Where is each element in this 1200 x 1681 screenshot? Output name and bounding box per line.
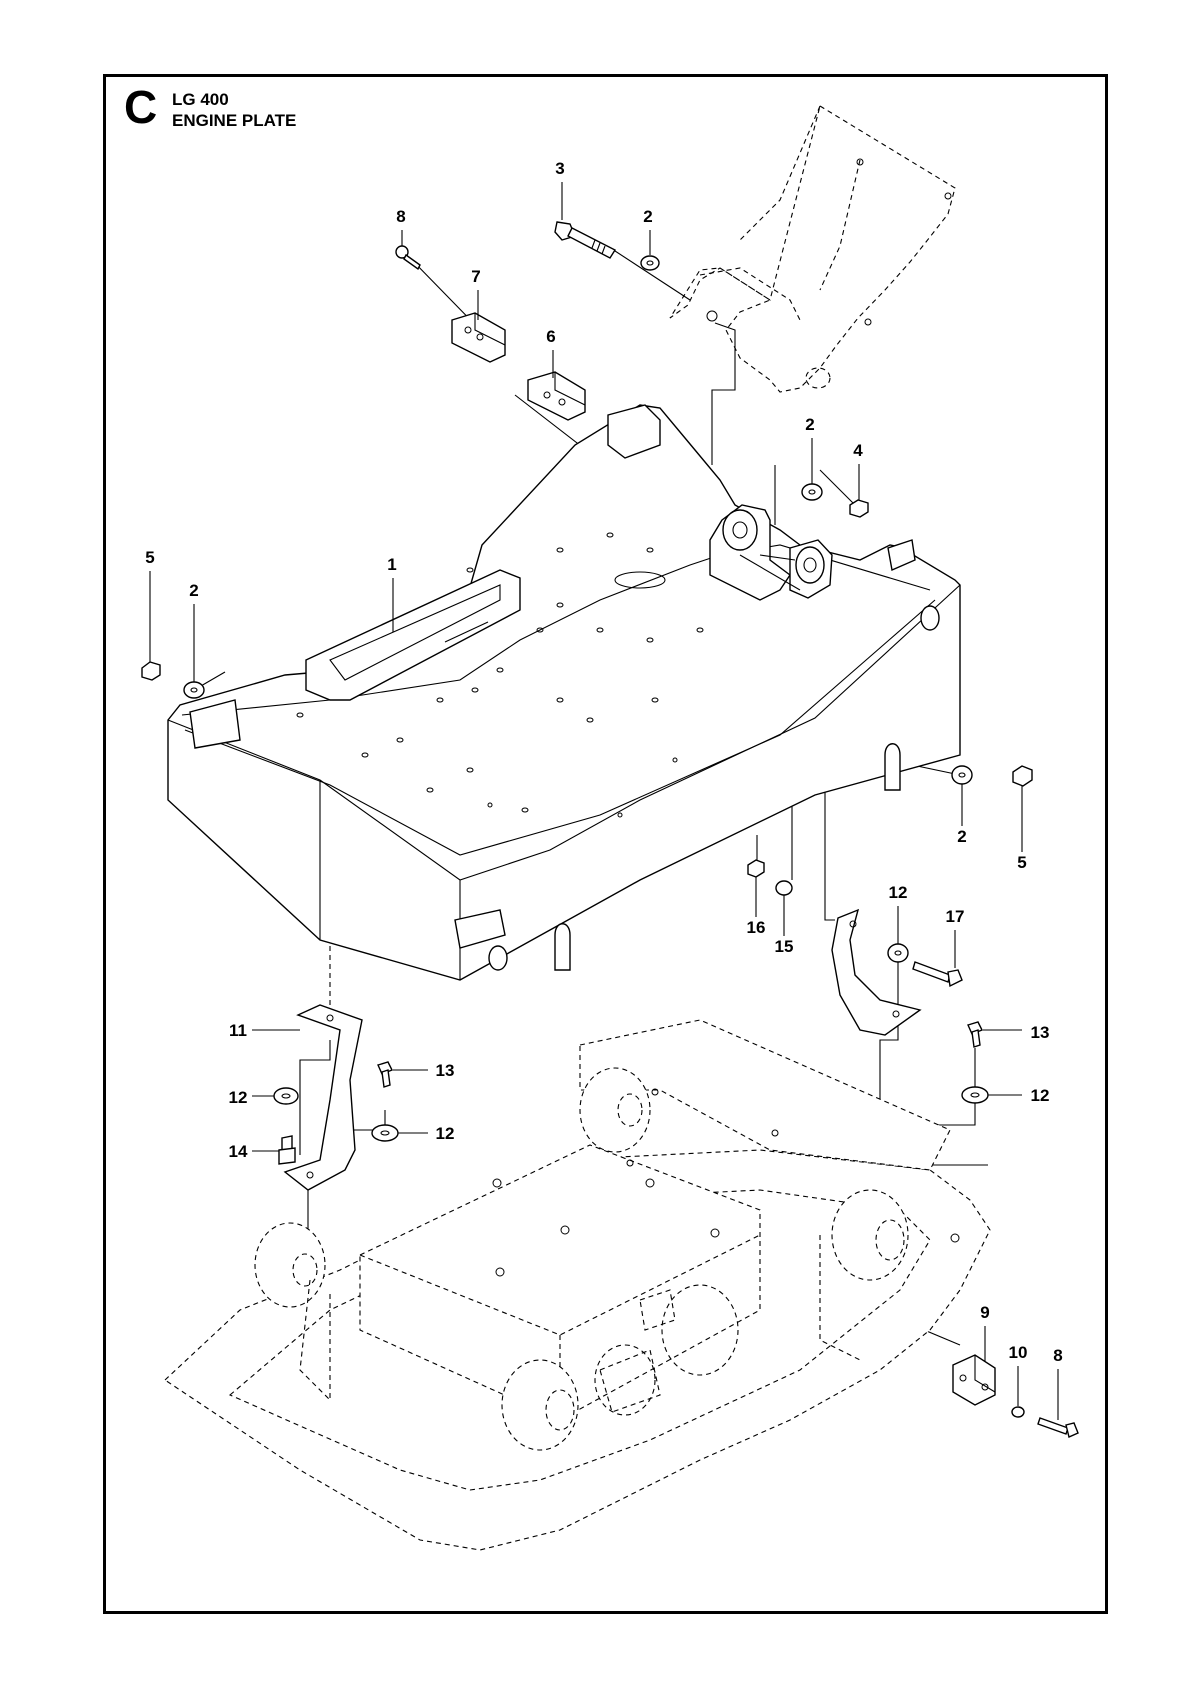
svg-text:11: 11 (229, 1021, 247, 1040)
svg-text:2: 2 (643, 207, 652, 226)
callout-12: 12 (988, 1086, 1049, 1105)
callout-2: 2 (189, 581, 199, 682)
svg-text:10: 10 (1009, 1343, 1028, 1362)
callout-17: 17 (946, 907, 965, 968)
callout-13: 13 (393, 1061, 454, 1080)
callout-7: 7 (471, 267, 481, 320)
svg-text:5: 5 (1017, 853, 1026, 872)
svg-text:2: 2 (805, 415, 814, 434)
callout-12: 12 (889, 883, 908, 944)
handle-outline-dashed (669, 105, 956, 393)
callout-13: 13 (983, 1023, 1049, 1042)
assembly-title: ENGINE PLATE (172, 111, 297, 130)
svg-text:9: 9 (980, 1303, 989, 1322)
callout-4: 4 (853, 441, 863, 500)
svg-text:12: 12 (1031, 1086, 1050, 1105)
svg-text:13: 13 (436, 1061, 455, 1080)
svg-text:14: 14 (229, 1142, 248, 1161)
section-letter: C (124, 81, 158, 133)
callout-5: 5 (1017, 786, 1027, 872)
callout-8: 8 (1053, 1346, 1063, 1420)
callout-16: 16 (747, 877, 766, 937)
callout-labels: 3 2 8 7 6 2 4 5 (145, 159, 1063, 1420)
callout-14: 14 (229, 1142, 279, 1161)
svg-text:5: 5 (145, 548, 154, 567)
callout-12: 12 (229, 1088, 274, 1107)
svg-text:7: 7 (471, 267, 480, 286)
callout-1: 1 (387, 555, 397, 632)
callout-5: 5 (145, 548, 155, 662)
callout-11: 11 (229, 1021, 300, 1040)
svg-text:16: 16 (747, 918, 766, 937)
callout-2: 2 (957, 784, 967, 846)
svg-text:12: 12 (229, 1088, 248, 1107)
model-title: LG 400 (172, 90, 229, 109)
svg-text:4: 4 (853, 441, 863, 460)
svg-text:17: 17 (946, 907, 965, 926)
svg-text:2: 2 (189, 581, 198, 600)
callout-9: 9 (980, 1303, 990, 1362)
callout-6: 6 (546, 327, 556, 378)
svg-text:8: 8 (396, 207, 405, 226)
callout-15: 15 (775, 895, 794, 956)
callout-2: 2 (643, 207, 653, 255)
svg-text:8: 8 (1053, 1346, 1062, 1365)
callout-3: 3 (555, 159, 565, 220)
svg-text:6: 6 (546, 327, 555, 346)
svg-text:12: 12 (436, 1124, 455, 1143)
svg-text:13: 13 (1031, 1023, 1050, 1042)
svg-text:3: 3 (555, 159, 564, 178)
engine-plate (167, 404, 961, 981)
base-plate-dashed (164, 1019, 991, 1551)
svg-text:2: 2 (957, 827, 966, 846)
callout-12: 12 (398, 1124, 454, 1143)
callout-2: 2 (805, 415, 815, 484)
svg-text:12: 12 (889, 883, 908, 902)
svg-text:15: 15 (775, 937, 794, 956)
diagram-frame (103, 74, 1108, 1614)
callout-10: 10 (1009, 1343, 1028, 1406)
svg-text:1: 1 (387, 555, 396, 574)
hardware (141, 221, 1079, 1438)
callout-8: 8 (396, 207, 406, 246)
